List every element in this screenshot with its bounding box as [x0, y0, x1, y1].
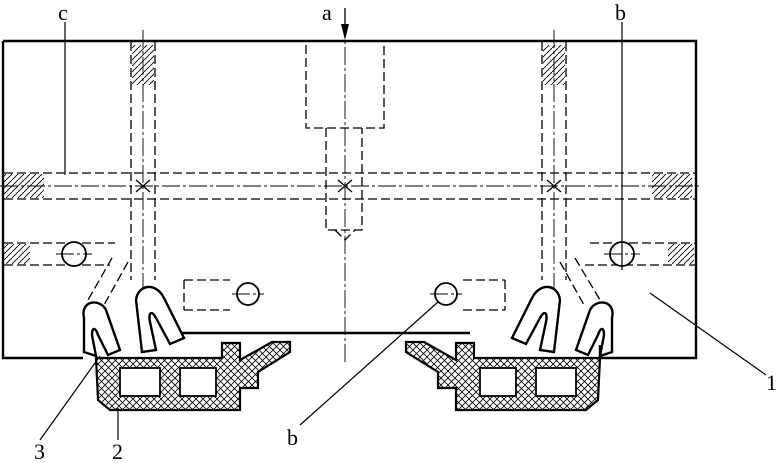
label-a: a	[322, 0, 332, 25]
label-part-1: 1	[766, 370, 777, 395]
mold-block	[1, 39, 698, 360]
seal-profile-right	[404, 340, 602, 412]
vertical-channels	[130, 30, 567, 290]
arrow-a-icon	[341, 24, 349, 40]
label-part-2: 2	[112, 439, 123, 463]
center-line-a	[341, 8, 349, 365]
lip-seals-left	[82, 285, 186, 358]
seal-profile-left	[94, 340, 292, 412]
leader-lines	[39, 22, 767, 441]
label-b-bottom: b	[287, 425, 298, 450]
horizontal-channel-c	[0, 172, 700, 200]
lip-seals-right	[510, 285, 614, 358]
label-part-3: 3	[34, 439, 45, 463]
label-c: c	[58, 0, 68, 25]
center-insert	[305, 45, 385, 241]
inclined-passages	[87, 257, 601, 306]
label-b-top: b	[615, 0, 626, 25]
lower-channels	[4, 241, 695, 267]
small-bores	[183, 279, 506, 311]
